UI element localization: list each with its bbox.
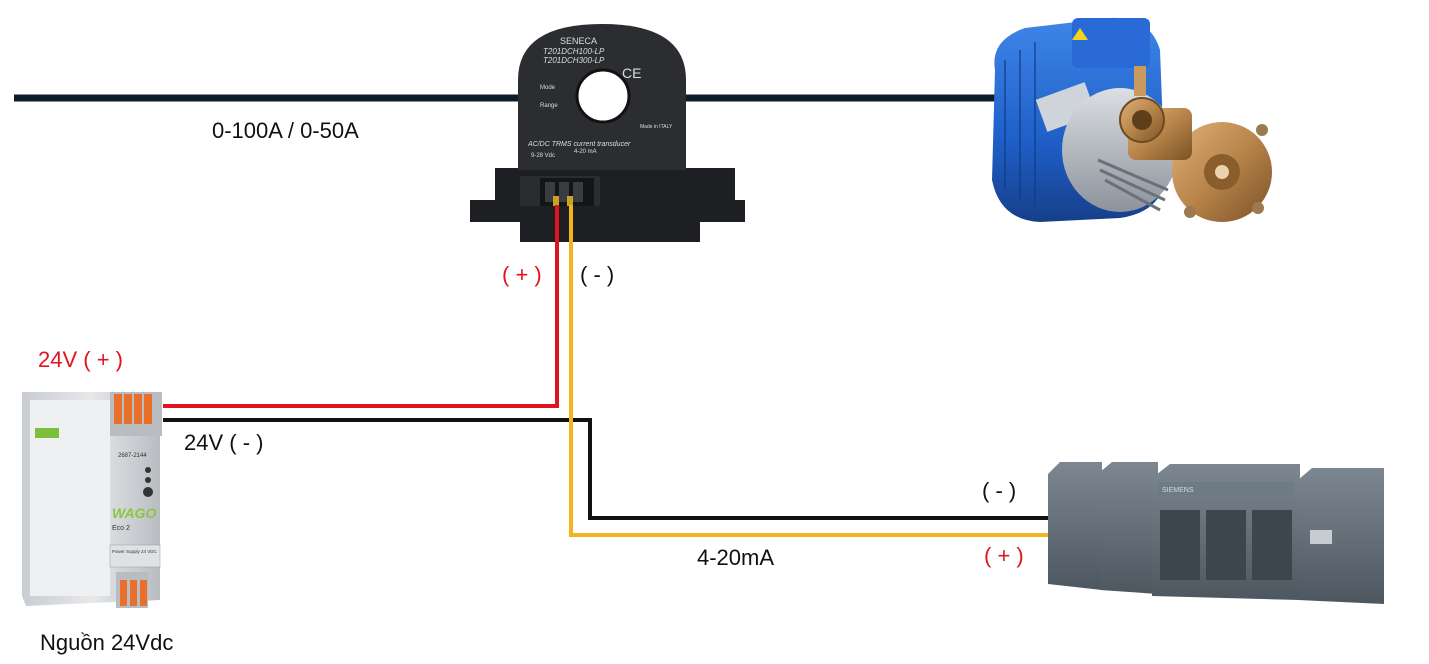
plc-brand: SIEMENS xyxy=(1162,487,1194,494)
wire-4-20ma-signal xyxy=(569,205,1048,537)
siemens-plc: SIEMENS xyxy=(1048,462,1384,604)
wago-logo xyxy=(35,428,59,438)
transducer-made-in: Made in ITALY xyxy=(640,124,673,130)
current-transducer: SENECA T201DCH100-LP T201DCH300-LP Mode … xyxy=(470,24,745,242)
supply-negative-label: 24V ( - ) xyxy=(184,430,264,455)
transducer-positive-label: ( + ) xyxy=(502,262,542,287)
supply-positive-label: 24V ( + ) xyxy=(38,347,123,372)
power-supply-24vdc: 2687-2144 WAGO Eco 2 Power Supply 24 VDC xyxy=(22,392,162,608)
wire-24v-negative xyxy=(163,418,1048,520)
transducer-model-2: T201DCH300-LP xyxy=(543,56,605,65)
transducer-output: 4-20 mA xyxy=(574,149,597,155)
signal-label: 4-20mA xyxy=(697,545,775,570)
plc-positive-label: ( + ) xyxy=(984,543,1024,568)
transducer-brand: SENECA xyxy=(560,36,597,46)
motor-power-cable xyxy=(14,88,1014,108)
power-supply-caption: Nguồn 24Vdc xyxy=(40,630,174,655)
transducer-range-label: Range xyxy=(540,103,558,109)
pump-head xyxy=(1119,66,1272,222)
transducer-supply: 9-28 Vdc xyxy=(531,153,555,159)
ce-mark-icon: CE xyxy=(622,65,641,81)
psu-label: Power Supply 24 VDC xyxy=(112,549,158,554)
psu-brand: WAGO xyxy=(112,505,156,521)
psu-bottom-terminals xyxy=(116,572,148,608)
transducer-mode-label: Mode xyxy=(540,85,556,91)
psu-part-number: 2687-2144 xyxy=(118,453,147,459)
plc-negative-label: ( - ) xyxy=(982,478,1017,503)
transducer-terminal-block xyxy=(540,178,594,206)
transducer-negative-label: ( - ) xyxy=(580,262,615,287)
transducer-description: AC/DC TRMS current transducer xyxy=(527,141,631,148)
current-range-label: 0-100A / 0-50A xyxy=(212,118,359,143)
transducer-model-1: T201DCH100-LP xyxy=(543,47,605,56)
psu-top-terminals xyxy=(114,394,152,424)
psu-series: Eco 2 xyxy=(112,525,130,532)
wire-24v-positive xyxy=(163,205,559,408)
pump-motor xyxy=(992,17,1272,223)
